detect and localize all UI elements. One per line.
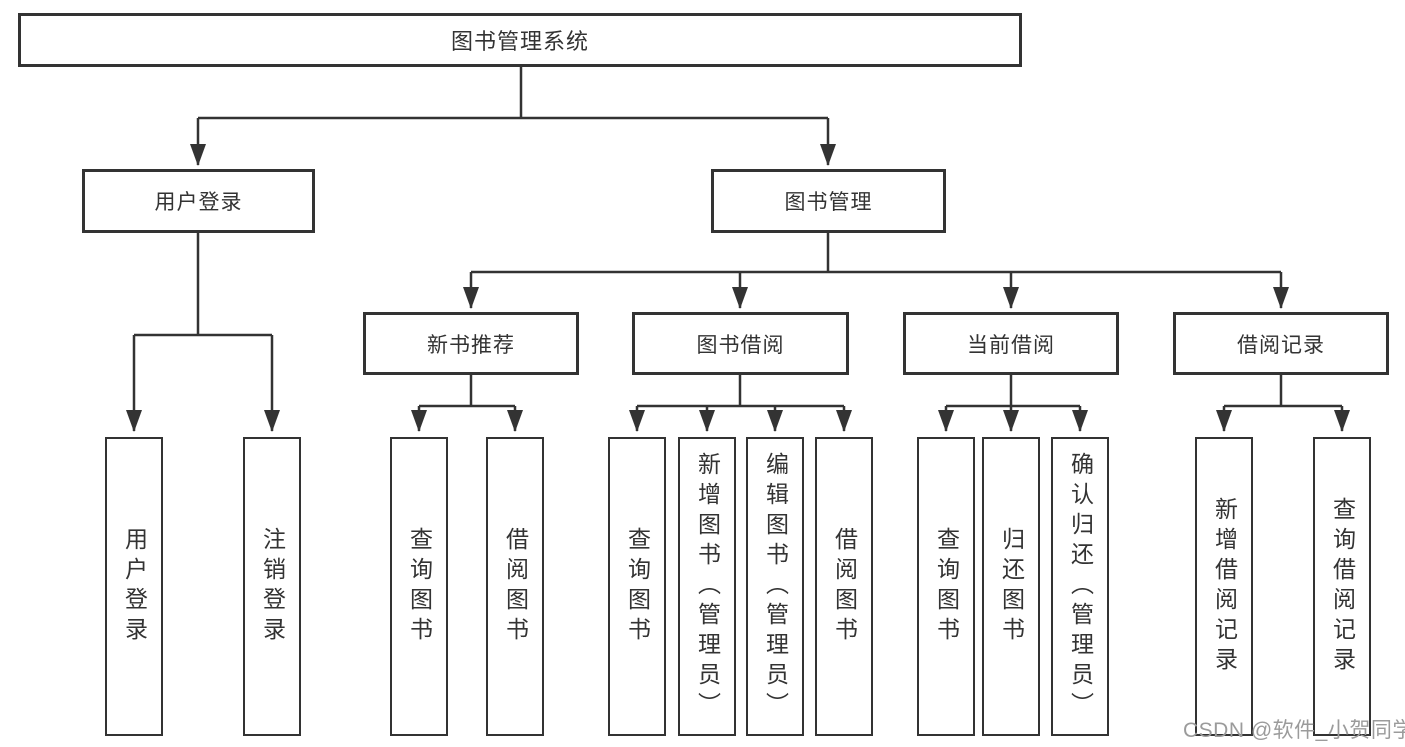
leaf-node-query-books-current: 查询图书 — [917, 437, 975, 736]
branch-node-user-login: 用户登录 — [82, 169, 315, 233]
leaf-node-edit-books-admin: 编辑图书（管理员） — [746, 437, 804, 736]
leaf-node-borrow-books-recommend: 借阅图书 — [486, 437, 544, 736]
group-node-book-borrow: 图书借阅 — [632, 312, 849, 375]
connector-trunk-lines — [134, 67, 1342, 408]
leaf-node-query-books-borrow: 查询图书 — [608, 437, 666, 736]
group-node-borrow-records: 借阅记录 — [1173, 312, 1389, 375]
group-node-current-borrow: 当前借阅 — [903, 312, 1119, 375]
leaf-node-return-books: 归还图书 — [982, 437, 1040, 736]
csdn-watermark: CSDN @软件_小贺同学 — [1183, 719, 1405, 742]
leaf-node-add-borrow-record: 新增借阅记录 — [1195, 437, 1253, 736]
leaf-node-logout: 注销登录 — [243, 437, 301, 736]
root-node-library-system: 图书管理系统 — [18, 13, 1022, 67]
leaf-node-user-login: 用户登录 — [105, 437, 163, 736]
leaf-node-borrow-books: 借阅图书 — [815, 437, 873, 736]
leaf-node-add-books-admin: 新增图书（管理员） — [678, 437, 736, 736]
branch-node-book-management: 图书管理 — [711, 169, 946, 233]
group-node-new-book-recommend: 新书推荐 — [363, 312, 579, 375]
leaf-node-query-borrow-record: 查询借阅记录 — [1313, 437, 1371, 736]
leaf-node-confirm-return-admin: 确认归还（管理员） — [1051, 437, 1109, 736]
leaf-node-query-books-recommend: 查询图书 — [390, 437, 448, 736]
